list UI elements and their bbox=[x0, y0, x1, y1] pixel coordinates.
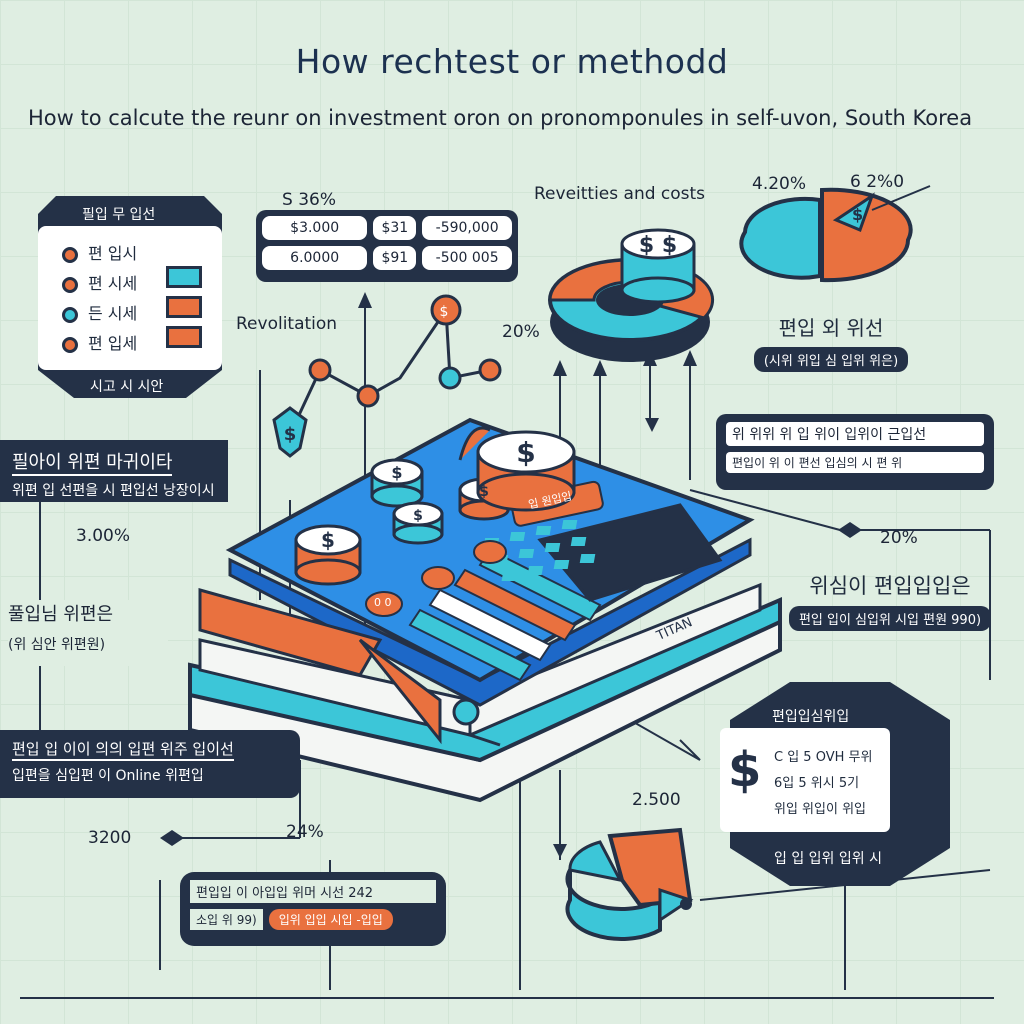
table-cell: $3.000 bbox=[262, 216, 368, 240]
legend-swatch-orange bbox=[166, 296, 202, 318]
label-left-value: 3.00% bbox=[76, 526, 131, 546]
hex-card-line: 6입 5 위시 5기 bbox=[774, 776, 860, 791]
right-box-1: 편입 외 위선 (시위 위입 심 입위 위은) bbox=[736, 312, 926, 372]
legend-item: 편 입세 bbox=[62, 330, 137, 354]
info-strip-3: 편입 입 이이 의의 입편 위주 입이선 입편을 심입편 이 Online 위편… bbox=[0, 730, 300, 798]
hex-card-header: 편입입심위입 bbox=[772, 709, 850, 725]
coins bbox=[294, 426, 576, 586]
svg-text:$ $: $ $ bbox=[639, 233, 677, 258]
table-row: 6.0000 $91 -500 005 bbox=[262, 246, 512, 270]
pie-chart-bottom bbox=[565, 827, 694, 941]
legend-card-footer: 시고 시 시안 bbox=[90, 379, 164, 395]
dollar-icon: $ bbox=[728, 742, 762, 798]
svg-text:$: $ bbox=[440, 304, 449, 320]
hex-card-line: 위입 위입이 위입 bbox=[774, 802, 866, 817]
legend-card: 편 입시 편 시세 든 시세 편 입세 bbox=[38, 226, 222, 370]
hex-card-footer: 입 입 입위 입위 시 bbox=[774, 851, 882, 867]
right-box-2: 위 위위 위 입 위이 입위이 근입선 편입이 위 이 편선 입심의 시 편 위 bbox=[716, 414, 994, 490]
legend-item: 든 시세 bbox=[62, 300, 137, 324]
table-cell: -590,000 bbox=[422, 216, 512, 240]
svg-text:$: $ bbox=[321, 528, 335, 552]
table-row: $3.000 $31 -590,000 bbox=[262, 216, 512, 240]
legend-swatch-orange bbox=[166, 326, 202, 348]
page-subtitle: How to calcute the reunr on investment o… bbox=[28, 106, 973, 130]
table-cell: 6.0000 bbox=[262, 246, 368, 270]
hex-card-body: $ C 입 5 OVH 무위 6입 5 위시 5기 위입 위입이 위입 bbox=[720, 728, 890, 832]
trend-points bbox=[308, 294, 502, 408]
label-mid-pct: 20% bbox=[502, 322, 540, 342]
svg-text:$: $ bbox=[391, 463, 402, 482]
label-revenue-costs: Reveitties and costs bbox=[534, 184, 706, 204]
book-tag: 0 0 bbox=[374, 596, 392, 609]
bottom-info-pill: 입위 입입 시입 -입입 bbox=[268, 909, 393, 930]
svg-text:$: $ bbox=[479, 484, 489, 500]
info-strip-1: 필아이 위편 마귀이타 위편 입 선편을 시 편입선 낭장이시 bbox=[0, 440, 228, 502]
label-pie-left-pct: 4.20% bbox=[752, 174, 807, 194]
dollar-shield-icon bbox=[272, 406, 308, 458]
legend-swatch-teal bbox=[166, 266, 202, 288]
page-title: How rechtest or methodd bbox=[295, 42, 729, 81]
legend-item: 편 시세 bbox=[62, 270, 137, 294]
info-strip-2: 풀입님 위편은 (위 심안 위편원) bbox=[8, 600, 168, 666]
legend-dot bbox=[62, 246, 78, 263]
book-stack bbox=[188, 417, 782, 803]
table-cell: -500 005 bbox=[422, 246, 512, 270]
pie-chart-top-right: $ bbox=[739, 185, 931, 283]
legend-item: 편 입시 bbox=[62, 240, 137, 264]
label-right-pct: 20% bbox=[880, 528, 918, 548]
label-bottom-left-value: 3200 bbox=[88, 828, 132, 848]
label-top-percent: S 36% bbox=[282, 190, 336, 210]
donut-chart-large: $ $ bbox=[548, 228, 715, 362]
legend-dot bbox=[62, 336, 78, 353]
value-table: $3.000 $31 -590,000 6.0000 $91 -500 005 bbox=[256, 210, 518, 282]
right-box-3: 위심이 편입입입은 편입 입이 심입위 시입 편원 990) bbox=[780, 570, 1000, 640]
label-revolutation: Revolitation bbox=[236, 314, 338, 334]
svg-text:$: $ bbox=[284, 424, 297, 445]
table-cell: $91 bbox=[373, 246, 417, 270]
table-cell: $31 bbox=[373, 216, 417, 240]
diamond-markers bbox=[160, 522, 862, 846]
bottom-info-box: 편입입 이 아입입 위머 시선 242 소입 위 99) 입위 입입 시입 -입… bbox=[180, 872, 446, 946]
label-pie-right-pct: 6 2%0 bbox=[850, 172, 905, 192]
svg-text:$: $ bbox=[852, 205, 863, 224]
svg-text:$: $ bbox=[413, 508, 423, 524]
label-bottom-mid-pct: 24% bbox=[286, 822, 324, 842]
svg-text:$: $ bbox=[516, 436, 535, 469]
legend-card-header: 필입 무 입선 bbox=[82, 207, 156, 223]
legend-dot bbox=[62, 306, 78, 323]
label-bottom-right-value: 2.500 bbox=[632, 790, 681, 810]
hex-card-line: C 입 5 OVH 무위 bbox=[774, 750, 873, 765]
legend-dot bbox=[62, 276, 78, 293]
